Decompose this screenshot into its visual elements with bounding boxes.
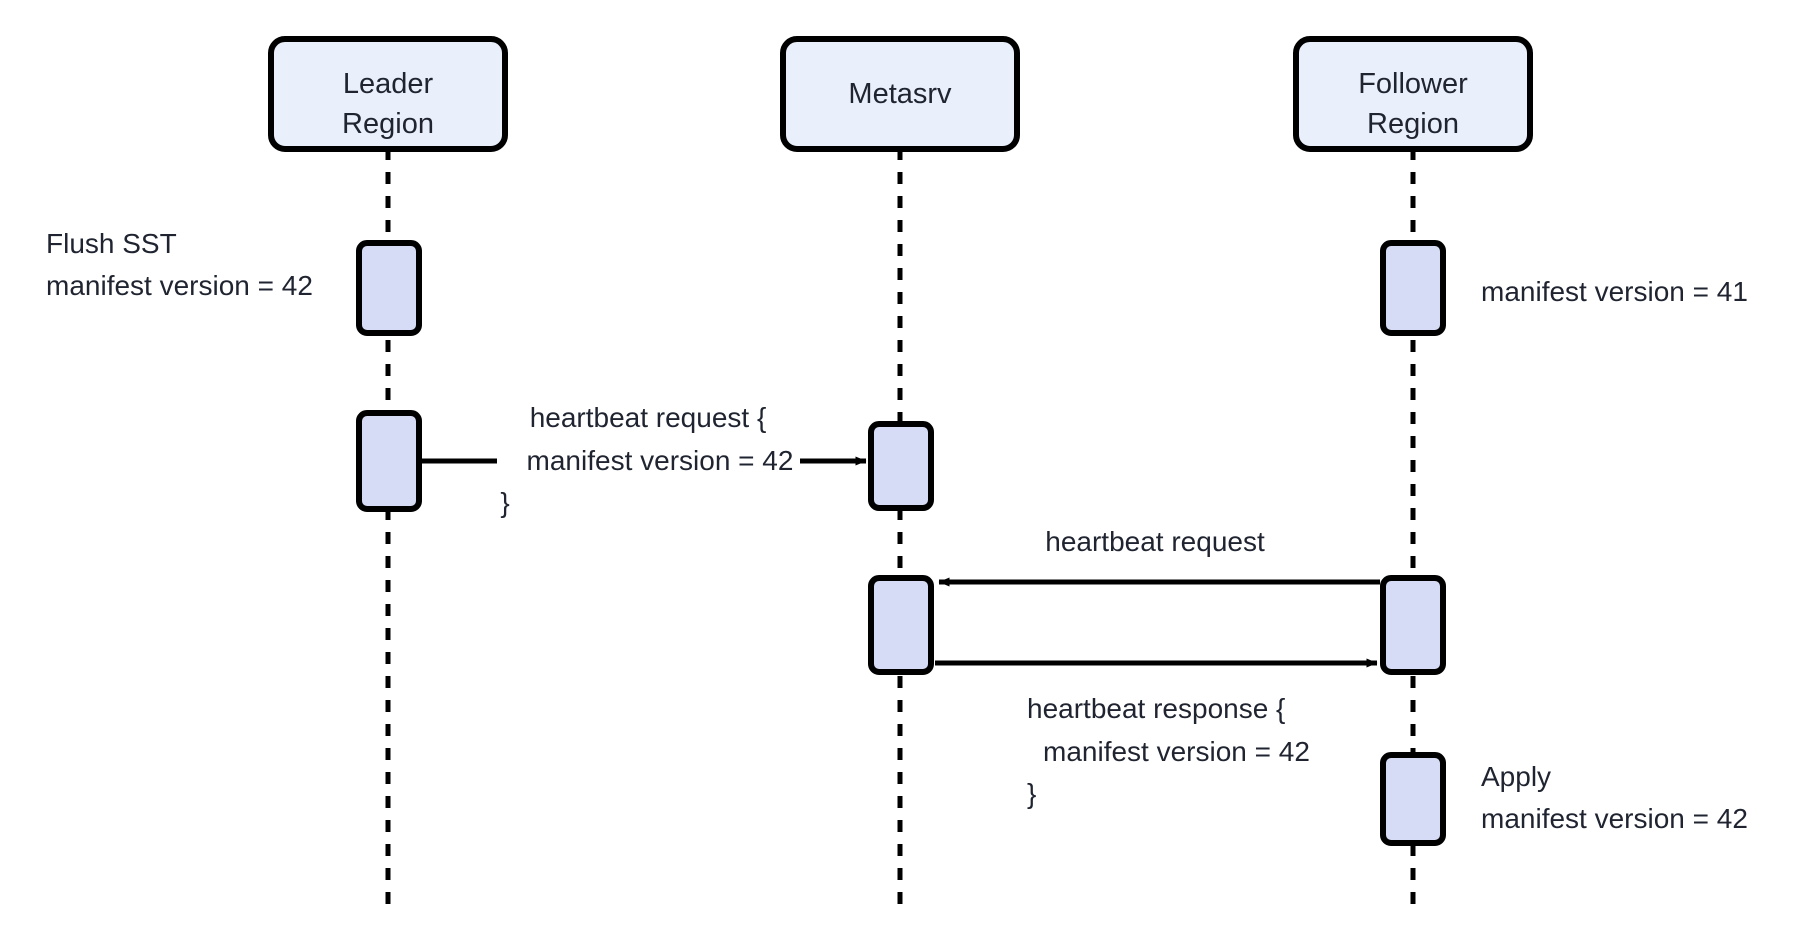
activation-follower-apply[interactable] xyxy=(1380,752,1446,846)
participant-follower[interactable]: Follower Region xyxy=(1293,36,1533,152)
activation-follower-heartbeat[interactable] xyxy=(1380,575,1446,675)
note-apply-line1: Apply xyxy=(1481,761,1551,792)
message-heartbeat-request-follower[interactable]: heartbeat request xyxy=(938,526,1380,587)
note-flush-line2: manifest version = 42 xyxy=(46,270,313,301)
note-follower-version: manifest version = 41 xyxy=(1481,276,1748,307)
participant-label-leader-line2: Region xyxy=(342,108,434,140)
activation-leader-flush[interactable] xyxy=(356,240,422,336)
note-apply-line2: manifest version = 42 xyxy=(1481,803,1748,834)
participant-label-metasrv-line1: Metasrv xyxy=(848,78,952,110)
message-label-heartbeat-response-line1: heartbeat response { xyxy=(1027,693,1285,724)
message-label-heartbeat-request-leader-line3: } xyxy=(500,487,509,518)
note-flush: Flush SST manifest version = 42 xyxy=(46,228,313,301)
message-label-heartbeat-request-leader-line1: heartbeat request { xyxy=(530,402,767,433)
participant-box-follower[interactable] xyxy=(1293,36,1533,152)
activation-follower-initial[interactable] xyxy=(1380,240,1446,336)
participant-box-leader[interactable] xyxy=(268,36,508,152)
note-flush-line1: Flush SST xyxy=(46,228,177,259)
message-label-heartbeat-request-follower: heartbeat request xyxy=(1045,526,1265,557)
participant-label-follower-line2: Region xyxy=(1367,108,1459,140)
note-apply: Apply manifest version = 42 xyxy=(1481,761,1748,834)
note-follower-version-line1: manifest version = 41 xyxy=(1481,276,1748,307)
message-heartbeat-response[interactable]: heartbeat response { manifest version = … xyxy=(935,658,1378,809)
activation-metasrv-heartbeat-in[interactable] xyxy=(868,421,934,511)
activations-group xyxy=(356,240,1446,846)
participant-metasrv[interactable]: Metasrv xyxy=(780,36,1020,152)
activation-leader-heartbeat[interactable] xyxy=(356,410,422,512)
message-label-heartbeat-response-line3: } xyxy=(1027,778,1036,809)
message-heartbeat-request-leader[interactable]: heartbeat request { manifest version = 4… xyxy=(421,402,867,518)
message-label-heartbeat-request-leader-line2: manifest version = 42 xyxy=(527,445,794,476)
participant-label-follower-line1: Follower xyxy=(1358,68,1468,100)
activation-metasrv-follower-exchange[interactable] xyxy=(868,575,934,675)
participant-label-leader-line1: Leader xyxy=(343,68,434,100)
message-label-heartbeat-response-line2: manifest version = 42 xyxy=(1043,736,1310,767)
participant-leader[interactable]: Leader Region xyxy=(268,36,508,152)
participant-box-metasrv[interactable] xyxy=(780,36,1020,152)
